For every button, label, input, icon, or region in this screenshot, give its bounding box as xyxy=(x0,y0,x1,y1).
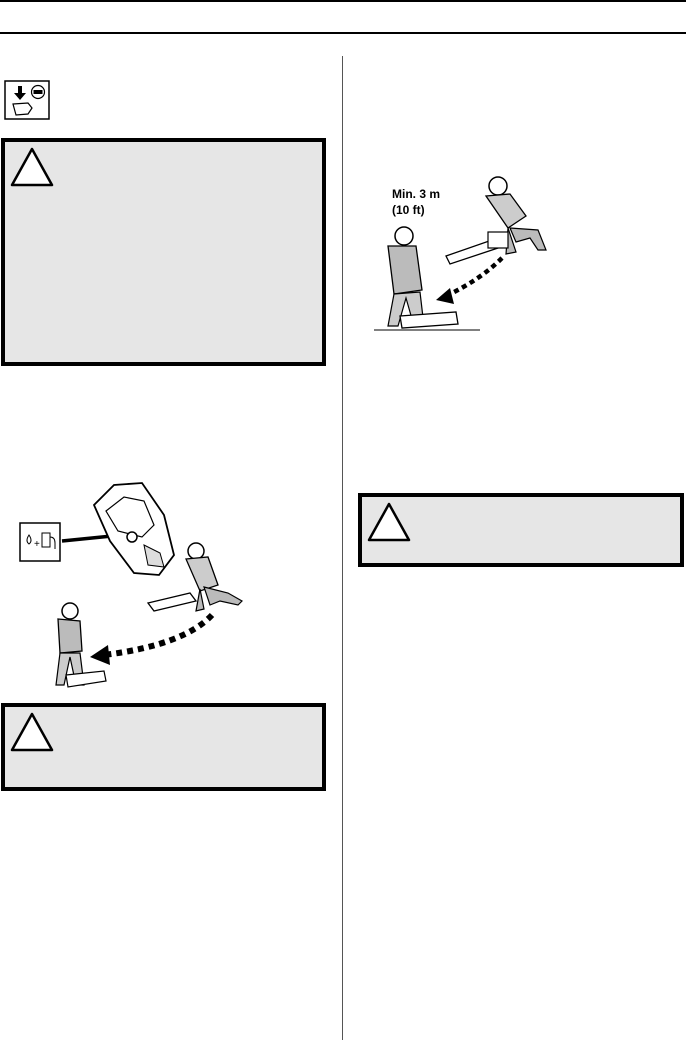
warning-triangle-icon xyxy=(367,502,411,542)
standing-person-drawing xyxy=(387,226,459,329)
refuel-move-away-illustration: + xyxy=(19,482,243,688)
warning-box-refuel xyxy=(1,703,326,791)
warning-box-starting xyxy=(358,493,684,567)
minimum-distance-label: Min. 3 m (10 ft) xyxy=(392,187,441,217)
svg-text:+: + xyxy=(34,539,40,550)
header-rule xyxy=(0,32,686,34)
fuel-station-icon: + xyxy=(19,522,61,562)
operator-kneeling-drawing xyxy=(445,176,547,265)
standing-person-drawing xyxy=(55,602,107,688)
operator-kneeling-drawing xyxy=(146,542,243,612)
warning-box-fuel-safety xyxy=(1,138,326,366)
warning-triangle-icon xyxy=(10,147,54,187)
top-rule xyxy=(0,0,686,2)
saw-body-drawing xyxy=(92,482,175,576)
warning-triangle-icon xyxy=(10,712,54,752)
stop-switch-icon xyxy=(4,80,50,120)
column-divider xyxy=(342,56,343,1040)
start-distance-illustration xyxy=(374,176,547,331)
